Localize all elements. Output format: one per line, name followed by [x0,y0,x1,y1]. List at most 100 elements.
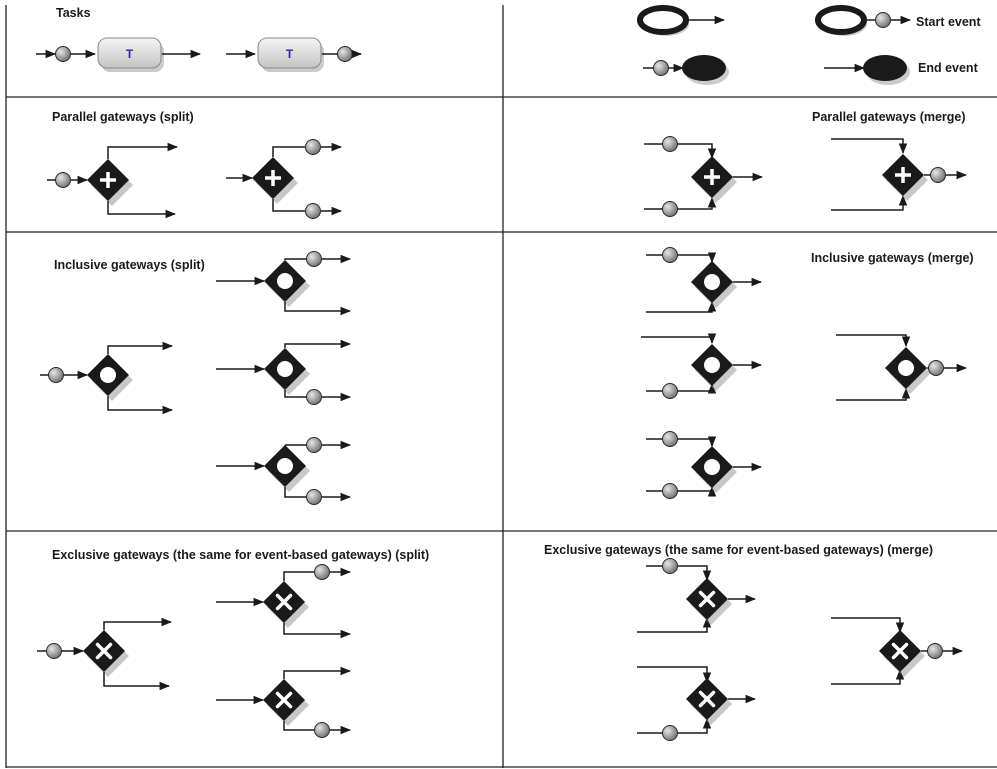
sequence-flow-path [107,396,174,415]
circle-icon [277,458,293,474]
circle-icon [704,357,720,373]
plus-icon [265,170,281,186]
token-circle-icon [653,60,669,76]
cross-icon [891,642,909,660]
start-event-icon [815,5,867,35]
sequence-flow-path [107,341,174,354]
sequence-flow-path [831,194,908,211]
circle-icon [704,459,720,475]
token-circle-icon [55,172,71,188]
start-event-label: Start event [916,15,981,29]
sequence-flow-path [283,623,352,639]
sequence-flow-path [678,143,717,160]
token-circle-icon [306,489,322,505]
token-circle-icon [306,251,322,267]
token-circle-icon [930,167,946,183]
sequence-flow-path [284,339,352,349]
sequence-flow-path [283,571,314,581]
token-circle-icon [305,139,321,155]
task-box [257,37,322,69]
sequence-flow-path [272,146,305,157]
plus-icon [100,172,116,188]
token-circle-icon [662,383,678,399]
sequence-flow-path [637,666,712,684]
token-circle-icon [305,203,321,219]
cross-icon [275,691,293,709]
end-event-icon [863,55,907,81]
end-event-label: End event [918,61,978,75]
sequence-flow-path [284,390,306,398]
sequence-flow-path [103,672,171,691]
end-event-icon [682,55,726,81]
exclusive-merge-title: Exclusive gateways (the same for event-b… [544,543,934,557]
token-circle-icon [55,46,71,62]
token-circle-icon [662,725,678,741]
inclusive-merge-title: Inclusive gateways (merge) [811,251,974,265]
sequence-flow-path [107,201,177,219]
sequence-flow-path [831,138,908,155]
sequence-flow-path [284,258,306,260]
token-circle-icon [662,201,678,217]
token-circle-icon [875,12,891,28]
parallel-merge-title: Parallel gateways (merge) [812,110,966,124]
sequence-flow-path [283,721,314,731]
cross-icon [698,590,716,608]
sequence-flow-path [836,387,911,401]
start-event-icon [637,5,689,35]
sequence-flow-path [284,487,306,498]
token-circle-icon [662,483,678,499]
task-box [97,37,162,69]
sequence-flow-path [831,617,905,634]
exclusive-split-title: Exclusive gateways (the same for event-b… [52,548,430,562]
token-circle-icon [337,46,353,62]
token-circle-icon [46,643,62,659]
sequence-flow-path [646,300,717,313]
tasks-title: Tasks [56,6,91,20]
sequence-flow-path [637,616,712,633]
sequence-flow-path [678,382,717,394]
token-circle-icon [306,389,322,405]
cross-icon [275,593,293,611]
token-circle-icon [928,360,944,376]
plus-icon [704,169,720,185]
task-letter: T [126,47,134,61]
sequence-flow-path [678,252,717,264]
token-circle-icon [306,437,322,453]
sequence-flow-path [283,666,352,679]
token-circle-icon [48,367,64,383]
token-circle-icon [662,247,678,263]
sequence-flow-path [678,436,717,448]
token-circle-icon [662,136,678,152]
circle-icon [277,361,293,377]
token-circle-icon [927,643,943,659]
sequence-flow-path [678,196,717,210]
token-circle-icon [314,722,330,738]
sequence-flow-path [831,668,905,685]
sequence-flow-path [836,334,911,348]
sequence-flow-path [641,333,717,345]
sequence-flow-path [107,142,179,159]
circle-icon [277,273,293,289]
sequence-flow-path [678,485,717,497]
sequence-flow-path [678,717,712,734]
sequence-flow-path [284,302,352,316]
plus-icon [895,167,911,183]
task-letter: T [286,47,294,61]
sequence-flow-path [103,617,173,630]
inclusive-split-title: Inclusive gateways (split) [54,258,205,272]
sequence-flow-path [272,199,305,212]
circle-icon [100,367,116,383]
circle-icon [898,360,914,376]
section-grid [5,5,997,768]
sequence-flow-path [678,565,712,582]
parallel-split-title: Parallel gateways (split) [52,110,194,124]
token-circle-icon [314,564,330,580]
circle-icon [704,274,720,290]
cross-icon [698,690,716,708]
cross-icon [95,642,113,660]
token-circle-icon [662,558,678,574]
token-circle-icon [662,431,678,447]
